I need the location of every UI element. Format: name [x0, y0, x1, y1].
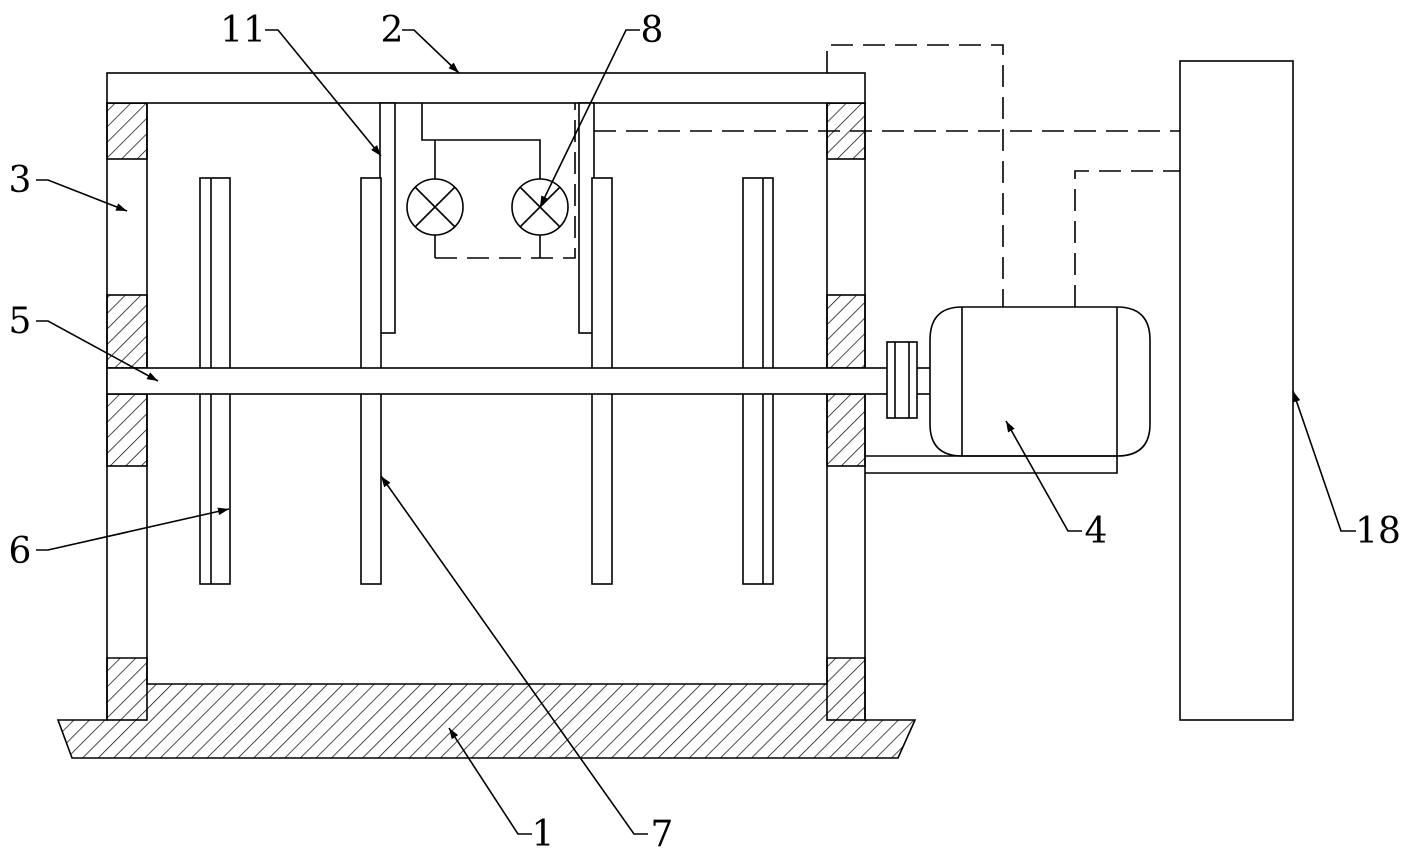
callout-label-6: 6 [9, 531, 32, 572]
housing-wall-left [106, 102, 148, 721]
callout-5: 5 [9, 301, 159, 382]
callout-11: 11 [220, 10, 382, 157]
callout-label-1: 1 [532, 814, 555, 855]
callout-label-2: 2 [381, 10, 404, 51]
lid [106, 72, 866, 104]
hanging-plates [379, 102, 595, 334]
callout-3: 3 [9, 160, 128, 212]
callout-label-8: 8 [641, 10, 664, 51]
heater-circuit [421, 103, 576, 259]
base [56, 657, 917, 759]
callout-label-18: 18 [1355, 511, 1401, 552]
callout-label-4: 4 [1085, 511, 1108, 552]
control-cabinet [1179, 60, 1294, 721]
housing-wall-right [826, 102, 866, 721]
control-wiring [594, 44, 1180, 307]
callout-label-7: 7 [651, 814, 674, 855]
callout-4: 4 [1005, 420, 1108, 552]
heater-left [406, 178, 464, 236]
callout-18: 18 [1292, 390, 1401, 552]
motor [865, 306, 1151, 474]
callout-8: 8 [539, 10, 664, 208]
callout-6: 6 [9, 507, 230, 572]
callout-7: 7 [380, 475, 674, 855]
callout-label-5: 5 [9, 301, 32, 342]
callout-label-3: 3 [9, 160, 32, 201]
callout-label-11: 11 [220, 10, 266, 51]
callout-1: 1 [448, 727, 555, 855]
main-shaft [106, 341, 933, 419]
callout-2: 2 [381, 10, 460, 74]
